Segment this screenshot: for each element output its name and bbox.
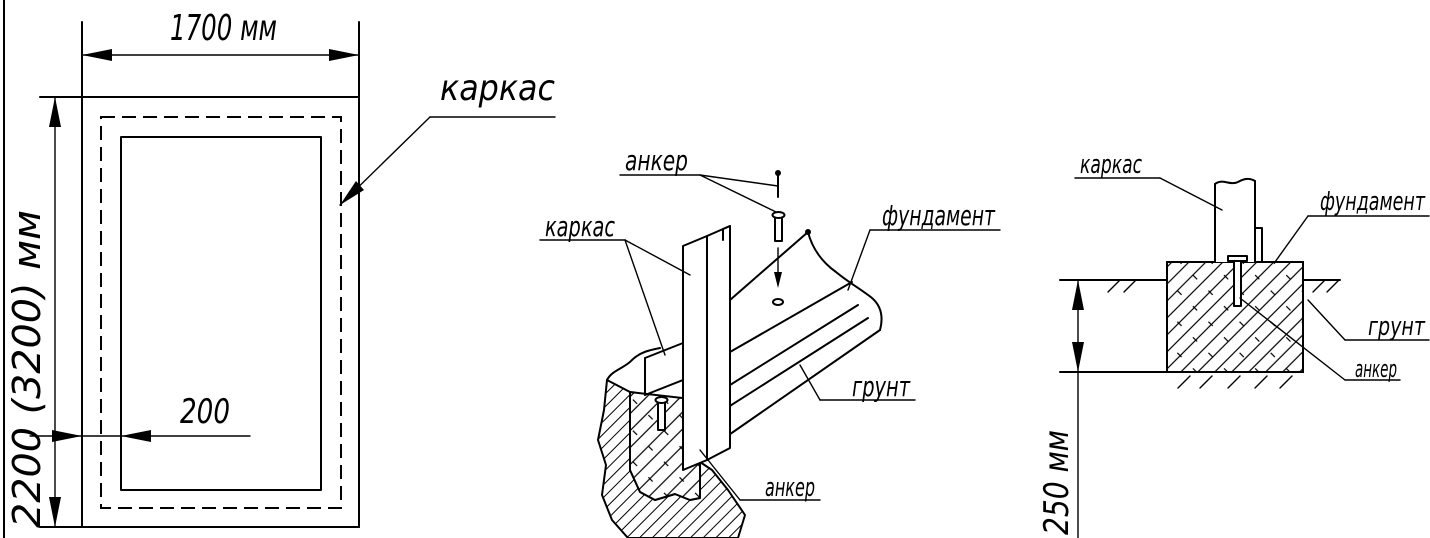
anchor-bolt-head [771, 211, 786, 219]
frame-post-break-line [1214, 177, 1256, 185]
width-label: 1700 мм [170, 8, 277, 49]
anchor-top-leader-1 [699, 174, 779, 187]
offset-arrow-right [121, 430, 151, 442]
frame-label-iso: каркас [545, 210, 615, 243]
height-arrow-top [49, 97, 61, 127]
insert-direction-arrow [774, 272, 782, 288]
foundation-label-section: фундамент [1320, 187, 1426, 217]
frame-dashed-outline [100, 116, 342, 509]
track-base-edge [729, 304, 859, 386]
isometric-view: анкер каркас фундамент грунт анкер [539, 144, 1001, 538]
frame-post-fill [1215, 182, 1255, 262]
section-view: 250 мм каркас фундамент грунт анкер [1037, 150, 1430, 538]
offset-arrow-left [52, 430, 82, 442]
frame-leader-1 [624, 239, 691, 276]
ground-label-iso: грунт [852, 370, 910, 403]
frame-post-web [706, 225, 731, 461]
frame-post-lip [722, 225, 731, 241]
ground-hatch-marks [1107, 279, 1340, 389]
height-arrow-bottom [49, 497, 61, 527]
ground-surface-edge-left [606, 347, 661, 381]
frame-leader-arrow [340, 181, 364, 205]
anchor-bottom-label: анкер [765, 473, 815, 503]
foundation-leader-section [1274, 215, 1309, 263]
depth-label: 250 мм [1037, 430, 1077, 535]
anchor-in-foundation [657, 399, 666, 431]
frame-label-section: каркас [1080, 150, 1142, 180]
frame-post-flange [682, 235, 708, 471]
ground-leader-section [1307, 299, 1346, 341]
offset-label: 200 [180, 392, 230, 432]
ground-label-section: грунт [1368, 312, 1426, 342]
track-base-front-left [644, 379, 684, 396]
inner-opening-outline [120, 136, 322, 491]
anchor-bolt-head-section [1227, 255, 1248, 262]
frame-leader-2 [624, 239, 666, 356]
width-arrow-right [329, 49, 359, 61]
flange-end-dot [805, 229, 811, 235]
frame-leader-section [1159, 177, 1223, 211]
anchor-hole [772, 298, 784, 306]
width-arrow-left [82, 49, 112, 61]
anchor-label-section: анкер [1355, 355, 1397, 383]
anchor-leader-section [1239, 297, 1346, 381]
track-back-flange-bottom [729, 281, 853, 353]
frame-post-plate [1254, 227, 1263, 263]
foundation-leader [847, 229, 871, 291]
anchor-in-foundation-head [654, 396, 669, 404]
plan-view: 1700 мм 2200 (3200) мм 200 каркас [5, 8, 556, 528]
break-line-right [807, 231, 883, 331]
ground-leader [799, 364, 821, 401]
anchor-bottom-leader [699, 449, 741, 501]
height-label: 2200 (3200) мм [5, 210, 49, 528]
depth-arrow-bottom [1072, 342, 1084, 372]
anchor-top-label: анкер [625, 144, 688, 177]
anchor-rod-top-head [775, 170, 781, 176]
depth-arrow-top [1072, 280, 1084, 310]
anchor-top-leader-2 [699, 174, 777, 213]
track-back-flange-top [729, 231, 809, 301]
foundation-label-iso: фундамент [882, 199, 995, 232]
frame-label: каркас [440, 68, 555, 109]
